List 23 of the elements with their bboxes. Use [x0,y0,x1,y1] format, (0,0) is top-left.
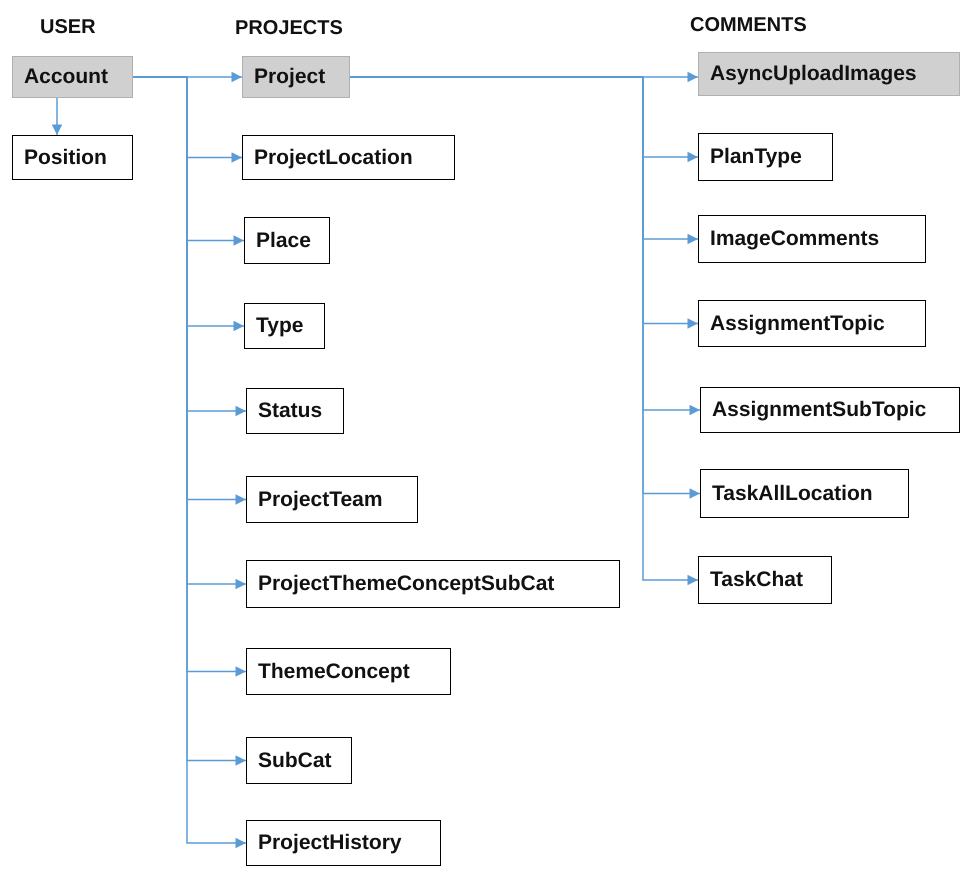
entity-box: AssignmentSubTopic [700,387,960,433]
entity-box: SubCat [246,737,352,784]
column-heading: COMMENTS [690,14,807,37]
entity-box: Place [244,217,330,264]
entity-box: TaskChat [698,556,832,604]
header-box: AsyncUploadImages [698,52,960,96]
entity-box: ProjectLocation [242,135,455,180]
entity-box: ImageComments [698,215,926,263]
entity-box: ProjectThemeConceptSubCat [246,560,620,608]
header-box: Account [12,56,133,98]
entity-box: Status [246,388,344,434]
entity-box: ThemeConcept [246,648,451,695]
entity-box: ProjectTeam [246,476,418,523]
arrow [52,98,62,135]
column-heading: USER [40,16,96,39]
entity-box: Type [244,303,325,349]
column-heading: PROJECTS [235,17,343,40]
entity-box: PlanType [698,133,833,181]
header-box: Project [242,56,350,98]
entity-box: TaskAllLocation [700,469,909,518]
entity-box: Position [12,135,133,180]
entity-box: AssignmentTopic [698,300,926,347]
entity-box: ProjectHistory [246,820,441,866]
